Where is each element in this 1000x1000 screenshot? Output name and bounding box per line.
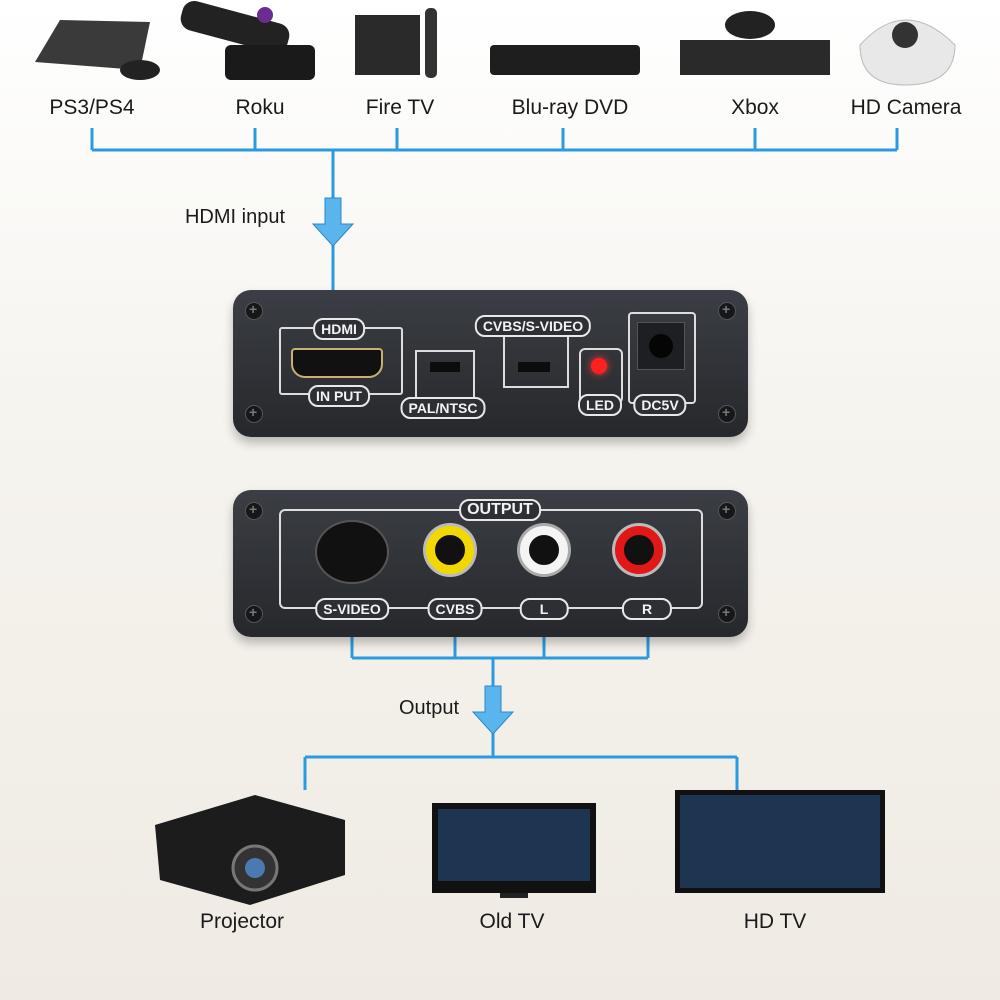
source-label: Fire TV [365, 96, 435, 119]
cvbs-svideo-switch[interactable] [518, 362, 550, 372]
led-indicator [591, 358, 607, 374]
old-tv-icon [432, 803, 596, 898]
dc-power-jack [637, 322, 685, 370]
source-label: HD Camera [850, 96, 962, 119]
source-label: Roku [235, 96, 285, 119]
source-label: Blu-ray DVD [511, 96, 629, 119]
target-label: Projector [199, 910, 285, 933]
audio-left-rca-port [520, 526, 568, 574]
target-label: HD TV [743, 910, 807, 933]
dc5v-tag: DC5V [633, 394, 687, 416]
l-tag: L [519, 598, 569, 620]
dome-camera-icon [859, 19, 956, 86]
projector-icon [155, 795, 345, 905]
output-label: Output [398, 697, 460, 719]
audio-right-rca-port [615, 526, 663, 574]
cvbs-rca-port [426, 526, 474, 574]
hdmi-tag: HDMI [313, 318, 365, 340]
fire-tv-icon [355, 8, 437, 78]
cvbs-svideo-tag: CVBS/S-VIDEO [474, 315, 592, 337]
source-label: PS3/PS4 [49, 96, 135, 119]
front-panel: HDMI IN PUT PAL/NTSC CVBS/S-VIDEO LED DC… [233, 290, 748, 437]
xbox-icon [680, 11, 830, 75]
svideo-tag: S-VIDEO [315, 598, 389, 620]
arrow-icon [311, 197, 515, 735]
r-tag: R [621, 598, 673, 620]
output-tag: OUTPUT [459, 499, 541, 521]
streaming-box-icon [180, 0, 315, 80]
cvbs-tag: CVBS [427, 598, 483, 620]
hdmi-input-label: HDMI input [184, 206, 286, 228]
game-console-icon [35, 20, 160, 80]
back-panel: OUTPUT S-VIDEO CVBS L R [233, 490, 748, 637]
bluray-player-icon [490, 45, 640, 75]
svideo-port [315, 520, 389, 584]
led-tag: LED [578, 394, 622, 416]
pal-ntsc-tag: PAL/NTSC [400, 397, 486, 419]
target-label: Old TV [479, 910, 545, 933]
pal-ntsc-switch[interactable] [430, 362, 460, 372]
input-tag: IN PUT [308, 385, 370, 407]
hd-tv-icon [675, 790, 885, 893]
source-label: Xbox [731, 96, 779, 119]
hdmi-port [291, 348, 383, 378]
